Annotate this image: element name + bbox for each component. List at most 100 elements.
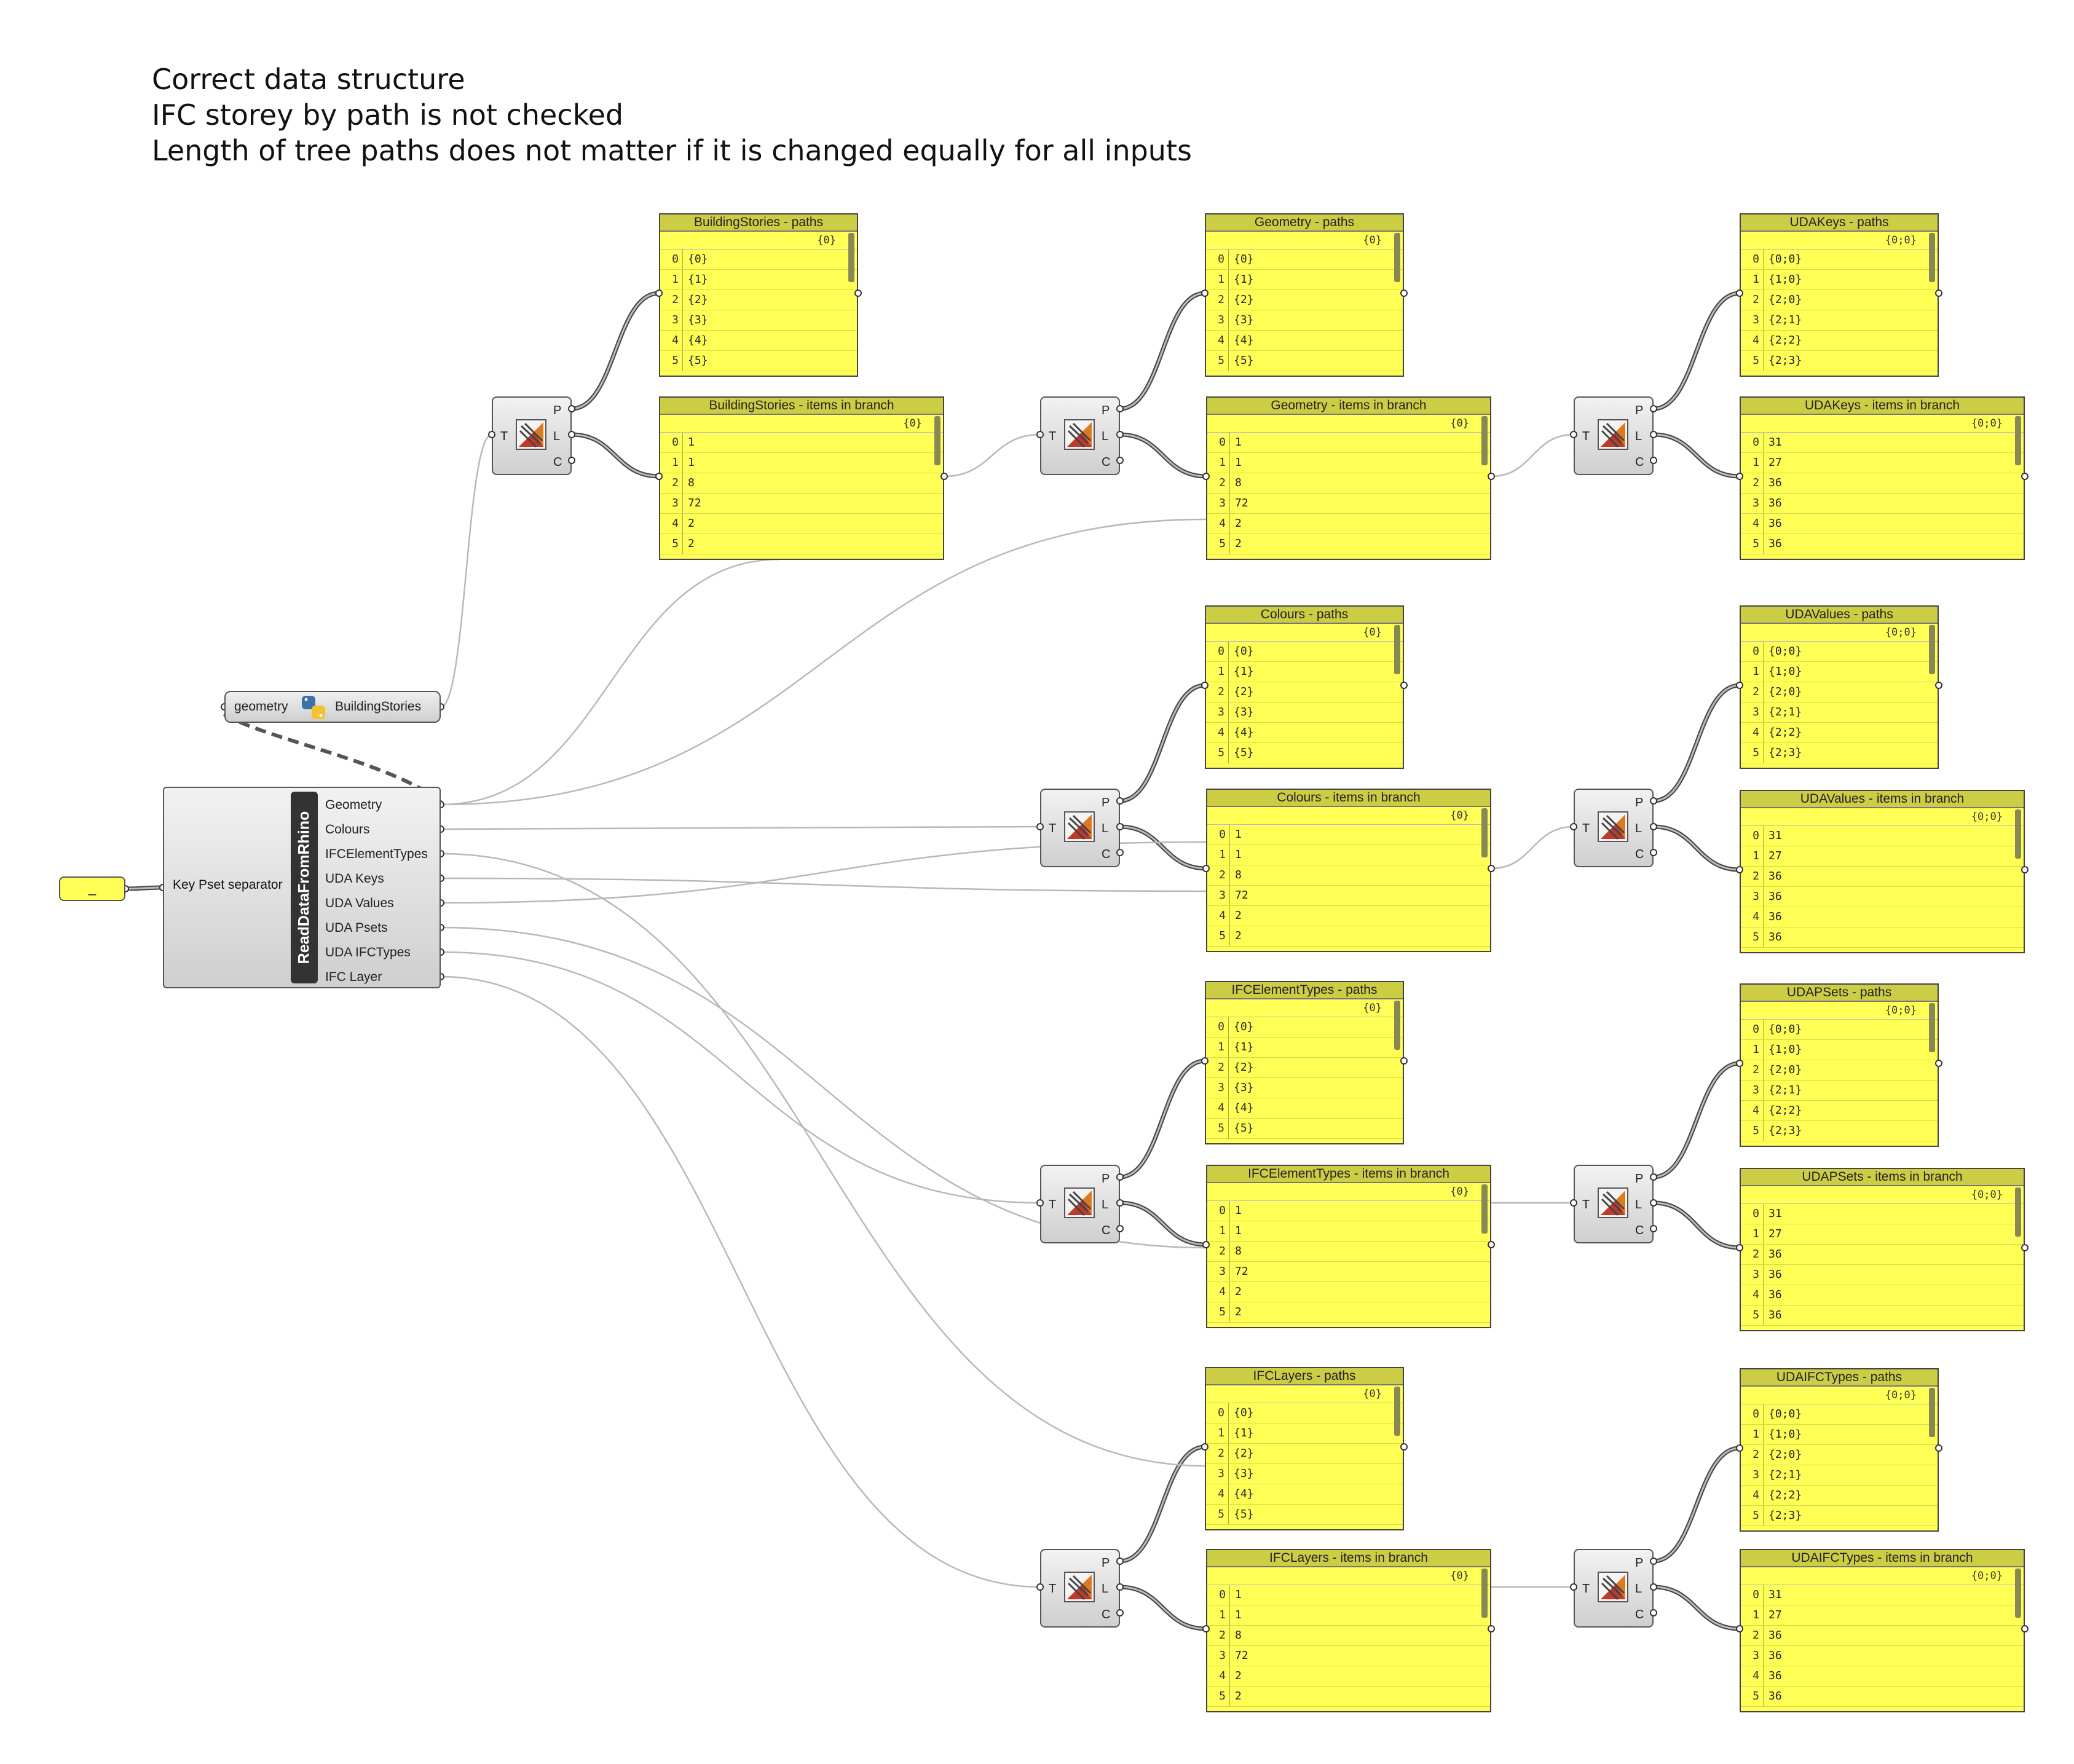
read-data-component[interactable]: Key Pset separator ReadDataFromRhino Geo… — [163, 787, 441, 988]
component-input-port[interactable] — [1570, 431, 1577, 438]
panel-scrollbar[interactable] — [1929, 233, 1935, 282]
component-output-port[interactable] — [1650, 1199, 1657, 1207]
panel-output-port[interactable] — [1400, 1443, 1408, 1451]
panel-scrollbar[interactable] — [1481, 1184, 1488, 1234]
component-output-port[interactable] — [1116, 1583, 1124, 1591]
component-output-port[interactable] — [1116, 1199, 1124, 1207]
panel-output-port[interactable] — [2021, 1244, 2029, 1251]
component-output-port[interactable] — [568, 457, 575, 464]
bs-paths-panel[interactable]: BuildingStories - paths{0}0{0}1{1}2{2}3{… — [659, 213, 858, 377]
panel-input-port[interactable] — [1202, 1625, 1210, 1632]
component-output-port[interactable] — [1650, 405, 1657, 412]
panel-output-port[interactable] — [1488, 1241, 1495, 1248]
component-output-port[interactable] — [1650, 457, 1657, 464]
output-uda-keys[interactable]: UDA Keys — [325, 872, 384, 886]
component-output-port[interactable] — [1650, 431, 1657, 438]
panel-input-port[interactable] — [1201, 289, 1209, 297]
component-output-port[interactable] — [1650, 823, 1657, 830]
component-input-port[interactable] — [1036, 1199, 1044, 1207]
component-output-port[interactable] — [1116, 1173, 1124, 1181]
component-input-port[interactable] — [488, 431, 495, 438]
component-output-port[interactable] — [568, 431, 575, 438]
ifct-paths-panel[interactable]: IFCElementTypes - paths{0}0{0}1{1}2{2}3{… — [1205, 981, 1404, 1144]
panel-output-port[interactable] — [1935, 682, 1942, 689]
output-uda-ifc-types[interactable]: UDA IFCTypes — [325, 945, 411, 959]
panel-output-port[interactable] — [1400, 1057, 1408, 1065]
component-output-port[interactable] — [1650, 797, 1657, 805]
panel-output-port[interactable] — [1488, 865, 1495, 872]
panel-output-port[interactable] — [1488, 1625, 1495, 1632]
input-panel[interactable]: _ — [59, 876, 125, 901]
output-uda-psets[interactable]: UDA Psets — [325, 921, 388, 935]
panel-input-port[interactable] — [1736, 682, 1743, 689]
panel-scrollbar[interactable] — [2015, 1187, 2021, 1237]
component-input-port[interactable] — [1570, 823, 1577, 830]
ifcl-paths-panel[interactable]: IFCLayers - paths{0}0{0}1{1}2{2}3{3}4{4}… — [1205, 1367, 1404, 1530]
component-input-port[interactable] — [1036, 823, 1044, 830]
panel-input-port[interactable] — [1201, 682, 1209, 689]
panel-input-port[interactable] — [1736, 1444, 1743, 1452]
panel-scrollbar[interactable] — [2015, 1569, 2021, 1618]
component-output-port[interactable] — [1116, 1557, 1124, 1565]
panel-scrollbar[interactable] — [848, 233, 854, 282]
panel-scrollbar[interactable] — [1394, 1387, 1400, 1436]
output-geometry[interactable]: Geometry — [325, 798, 382, 812]
component-input-port[interactable] — [1570, 1583, 1577, 1591]
panel-input-port[interactable] — [1736, 1060, 1743, 1067]
geo-paths-panel[interactable]: Geometry - paths{0}0{0}1{1}2{2}3{3}4{4}5… — [1205, 213, 1404, 377]
python-component[interactable]: geometry BuildingStories — [224, 691, 441, 723]
panel-output-port[interactable] — [2021, 1625, 2029, 1632]
udai-paths-panel[interactable]: UDAIFCTypes - paths{0;0}0{0;0}1{1;0}2{2;… — [1740, 1368, 1939, 1532]
component-output-port[interactable] — [1116, 849, 1124, 856]
panel-scrollbar[interactable] — [1929, 1388, 1935, 1437]
panel-scrollbar[interactable] — [1481, 416, 1488, 465]
panel-scrollbar[interactable] — [1929, 1003, 1935, 1052]
udap-paths-panel[interactable]: UDAPSets - paths{0;0}0{0;0}1{1;0}2{2;0}3… — [1740, 983, 1939, 1147]
component-output-port[interactable] — [1116, 431, 1124, 438]
panel-input-port[interactable] — [1736, 866, 1743, 873]
panel-input-port[interactable] — [1736, 473, 1743, 480]
panel-output-port[interactable] — [1935, 289, 1942, 297]
panel-scrollbar[interactable] — [2015, 809, 2021, 859]
component-input-port[interactable] — [1570, 1199, 1577, 1207]
output-uda-values[interactable]: UDA Values — [325, 896, 394, 910]
panel-input-port[interactable] — [1201, 1443, 1209, 1451]
panel-input-port[interactable] — [1736, 289, 1743, 297]
panel-output-port[interactable] — [1400, 682, 1408, 689]
output-ifc-element-types[interactable]: IFCElementTypes — [325, 847, 428, 861]
panel-scrollbar[interactable] — [1929, 625, 1935, 674]
panel-scrollbar[interactable] — [1394, 1001, 1400, 1050]
panel-input-port[interactable] — [1202, 1241, 1210, 1248]
component-output-port[interactable] — [1650, 849, 1657, 856]
panel-scrollbar[interactable] — [2015, 416, 2021, 465]
output-ifc-layer[interactable]: IFC Layer — [325, 970, 382, 984]
component-output-port[interactable] — [1650, 1557, 1657, 1565]
component-output-port[interactable] — [1116, 1609, 1124, 1616]
panel-output-port[interactable] — [854, 289, 862, 297]
component-output-port[interactable] — [1650, 1583, 1657, 1591]
panel-input-port[interactable] — [1201, 1057, 1209, 1065]
panel-input-port[interactable] — [655, 473, 663, 480]
component-output-port[interactable] — [1116, 797, 1124, 805]
component-output-port[interactable] — [1116, 1225, 1124, 1232]
panel-scrollbar[interactable] — [1394, 625, 1400, 674]
component-input-port[interactable] — [1036, 1583, 1044, 1591]
component-input-port[interactable] — [1036, 431, 1044, 438]
panel-output-port[interactable] — [1488, 473, 1495, 480]
panel-input-port[interactable] — [655, 289, 663, 297]
